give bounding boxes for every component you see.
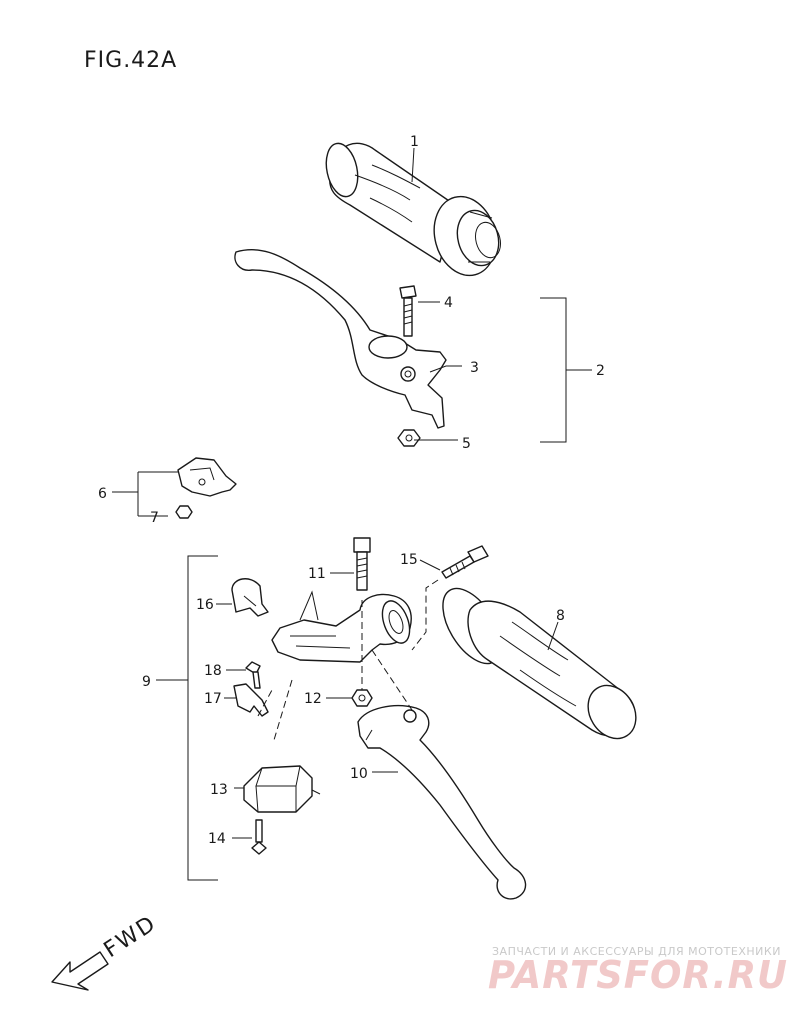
brake-lever-part-3 (234, 248, 447, 429)
part-label-1: 1 (410, 134, 419, 150)
bolt-part-15 (441, 545, 489, 579)
switch-bracket-part-6 (177, 457, 237, 497)
screw-part-14 (251, 819, 267, 855)
part-label-16: 16 (196, 597, 214, 613)
part-number-labels: 1 2 3 4 5 6 7 8 9 10 11 12 13 14 15 16 1… (98, 134, 605, 847)
part-label-17: 17 (204, 691, 222, 707)
part-label-8: 8 (556, 608, 565, 624)
part-label-7: 7 (150, 510, 159, 526)
part-label-6: 6 (98, 486, 107, 502)
part-label-15: 15 (400, 552, 418, 568)
nut-part-5 (397, 429, 421, 447)
part-label-13: 13 (210, 782, 228, 798)
part-label-3: 3 (470, 360, 479, 376)
part-label-5: 5 (462, 436, 471, 452)
pivot-bolt-part-4 (399, 285, 417, 337)
forward-arrow-icon (51, 951, 109, 991)
switch-part-13 (243, 765, 321, 813)
throttle-grip-part-1 (325, 142, 501, 277)
part-label-18: 18 (204, 663, 222, 679)
watermark-logo: PARTSFOR.RU (488, 953, 788, 997)
bracket-part-17 (233, 683, 269, 717)
left-grip-part-8 (442, 587, 637, 740)
part-label-11: 11 (308, 566, 326, 582)
part-label-9: 9 (142, 674, 151, 690)
leader-lines (112, 147, 592, 881)
fwd-label: FWD (100, 911, 162, 963)
figure-title: FIG.42A (84, 48, 177, 73)
screw-part-18 (245, 661, 261, 689)
pivot-bolt-part-11 (353, 537, 371, 591)
part-label-4: 4 (444, 295, 453, 311)
watermark-tagline: ЗАПЧАСТИ И АКСЕССУАРЫ ДЛЯ МОТОТЕХНИКИ (492, 945, 781, 958)
part-label-14: 14 (208, 831, 226, 847)
nut-part-12 (351, 689, 373, 707)
clutch-lever-part-10 (357, 705, 527, 900)
watermark: ЗАПЧАСТИ И АКСЕССУАРЫ ДЛЯ МОТОТЕХНИКИ PA… (488, 945, 788, 997)
screw-part-7 (175, 505, 193, 519)
part-label-12: 12 (304, 691, 322, 707)
part-label-10: 10 (350, 766, 368, 782)
clamp-part-16 (231, 578, 269, 617)
lever-holder-part-9 (271, 593, 412, 663)
part-label-2: 2 (596, 363, 605, 379)
